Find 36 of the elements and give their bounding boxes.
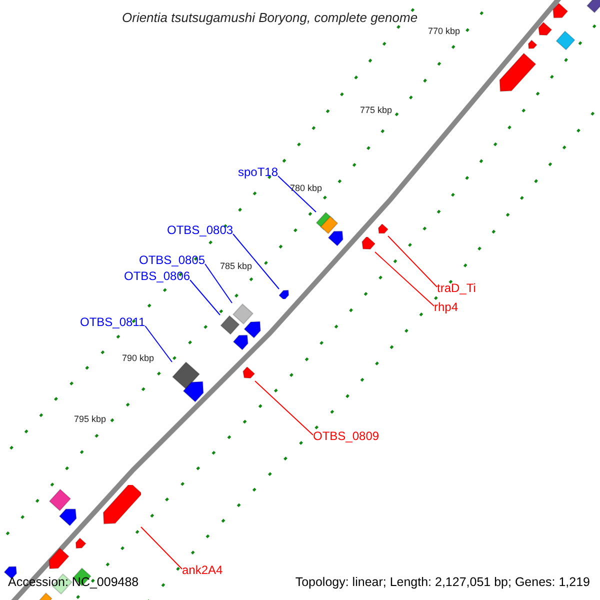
tick-label: 780 kbp	[290, 182, 322, 195]
leader-line	[204, 264, 232, 304]
gene-label: OTBS_0805	[139, 253, 206, 267]
map-title: Orientia tsutsugamushi Boryong, complete genome	[122, 9, 418, 27]
gene-label: traD_Ti	[437, 281, 476, 295]
leader-line	[144, 326, 172, 362]
leader-line	[140, 526, 182, 570]
gene-diamond	[555, 30, 576, 51]
gene-label: OTBS_0811	[80, 315, 146, 329]
gene-feature	[376, 224, 388, 236]
leader-line	[254, 380, 314, 436]
tick-label: 785 kbp	[220, 260, 252, 273]
gene-diamond	[232, 303, 254, 325]
tick-label: 795 kbp	[74, 413, 106, 426]
gene-diamond	[316, 212, 338, 234]
gene-label: spoT18	[238, 165, 278, 179]
tick-label: 790 kbp	[122, 352, 154, 365]
gene-label: OTBS_0809	[313, 429, 380, 443]
gene-feature	[359, 237, 375, 252]
tick-label: 775 kbp	[360, 104, 392, 117]
tick-label: 770 kbp	[428, 25, 460, 38]
gene-feature	[279, 289, 291, 299]
leader-line	[232, 234, 280, 290]
gene-diamond	[172, 362, 200, 389]
gene-label: OTBS_0806	[124, 269, 190, 283]
leader-line	[278, 176, 316, 212]
leader-line	[388, 236, 438, 288]
gene-label: OTBS_0803	[167, 223, 234, 237]
leader-line	[190, 280, 220, 316]
gene-label: rhp4	[434, 300, 458, 314]
genome-stats-text: Topology: linear; Length: 2,127,051 bp; Genes: 1,219	[295, 574, 590, 591]
gene-label: ank2A4	[182, 563, 223, 577]
gene-diamond	[220, 315, 240, 335]
leader-line	[374, 252, 434, 306]
gene-feature	[240, 367, 255, 381]
gene-diamond	[48, 488, 72, 512]
